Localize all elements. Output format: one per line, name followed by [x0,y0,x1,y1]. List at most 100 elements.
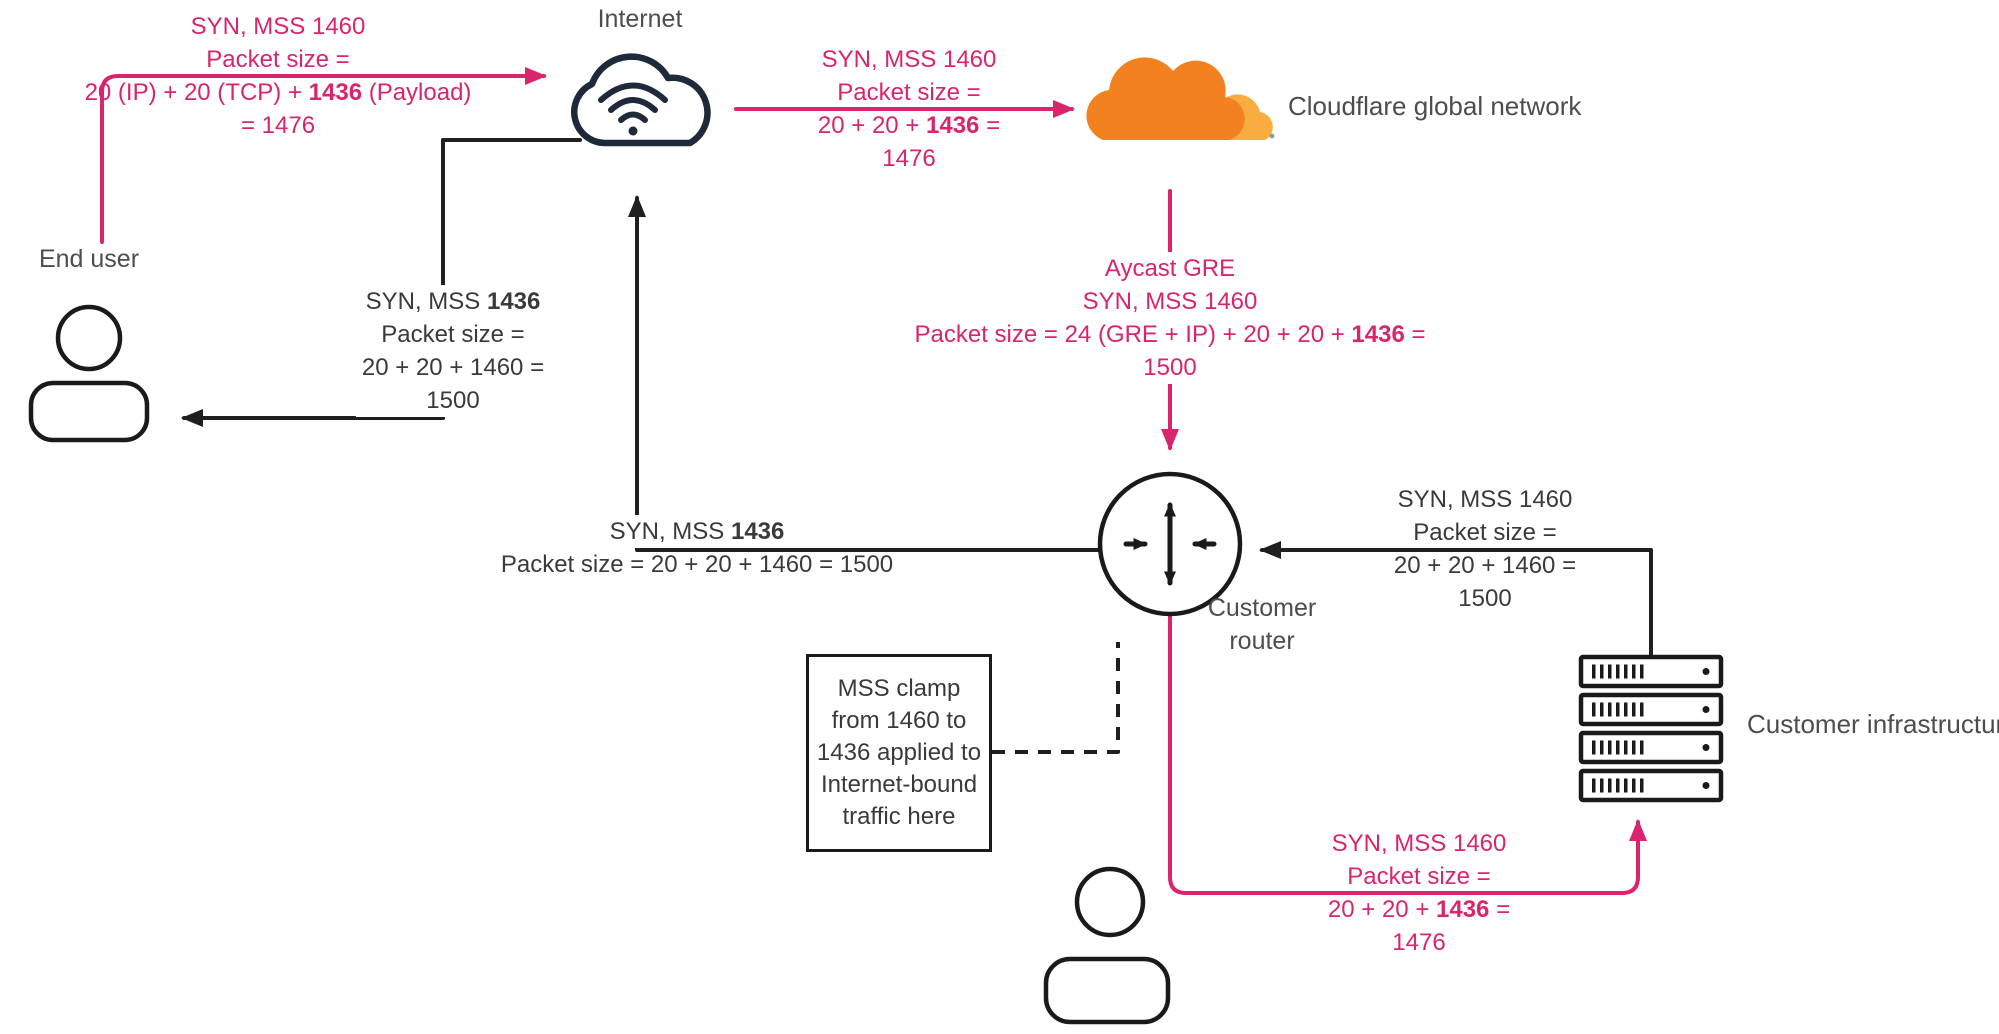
flow-router-to-infrastructure-arrow [1168,612,1647,895]
annotation-text: SYN, MSS [609,518,731,545]
annotation-line: Packet size = [1328,860,1510,893]
annotation-line: 20 + 20 + 1460 = [362,351,544,384]
annotation-text-bold: 1436 [1436,896,1490,923]
server-unit [1578,768,1724,803]
annotation-line: SYN, MSS 1460 [915,285,1426,318]
annotation-text: SYN, MSS 1460 [821,46,997,73]
annotation-line: SYN, MSS 1436 [500,515,894,548]
customer-router-label-line2: router [1229,627,1295,655]
annotation-text: SYN, MSS 1460 [1397,486,1573,513]
annotation-line: SYN, MSS 1436 [362,285,544,318]
server-unit [1578,730,1724,765]
annotation-text: SYN, MSS [365,288,487,315]
annotation-line: 1500 [1394,582,1576,615]
router-arrows-icon [1123,502,1217,586]
annotation-text: = 1476 [240,112,316,139]
annotation-line: 20 + 20 + 1436 = [1328,893,1510,926]
customer-router-label-line1: Customer [1207,594,1317,622]
annotation-line: SYN, MSS 1460 [818,43,1000,76]
annotation-line: 20 + 20 + 1436 = [818,109,1000,142]
annotation-router-to-infrastructure: SYN, MSS 1460 Packet size = 20 + 20 + 14… [1328,827,1510,959]
annotation-line: 1500 [915,351,1426,384]
flow-internet-to-user-arrow [181,138,582,427]
registered-mark-dot [1269,133,1275,139]
annotation-text-bold: 1436 [486,288,541,315]
internet-label: Internet [597,5,683,33]
annotation-line: 20 + 20 + 1460 = [1394,549,1576,582]
annotation-line: 1500 [362,384,544,417]
annotation-line: 1476 [818,142,1000,175]
annotation-text: = [979,112,1001,139]
annotation-text: = [1489,896,1511,923]
annotation-line: Packet size = [85,43,472,76]
annotation-line: Packet size = [1394,516,1576,549]
server-unit [1578,654,1724,689]
annotation-line: SYN, MSS 1460 [1328,827,1510,860]
annotation-line: = 1476 [85,109,472,142]
internet-cloud-icon [571,53,711,147]
annotation-text: 20 + 20 + [1327,896,1437,923]
annotation-text: SYN, MSS 1460 [1082,288,1258,315]
end-user-person-icon [28,304,150,443]
annotation-text: 1476 [1392,929,1446,956]
annotation-text: 1476 [882,145,936,172]
annotation-line: Aycast GRE [915,252,1426,285]
annotation-line: 1476 [1328,926,1510,959]
server-unit [1578,692,1724,727]
flow-router-to-internet-arrow [628,195,1102,552]
cloudflare-logo-icon [1086,57,1275,140]
annotation-user-to-internet: SYN, MSS 1460 Packet size = 20 (IP) + 20… [85,10,472,142]
mss-note-line: MSS clamp [837,675,961,702]
annotation-text: (Payload) [362,79,472,106]
customer-infrastructure-label: Customer infrastructure [1747,709,1999,739]
annotation-text-bold: 1436 [308,79,363,106]
customer-router-label: Customer router [1208,592,1316,658]
customer-router-icon [1097,471,1243,617]
annotation-internet-to-cloudflare: SYN, MSS 1460 Packet size = 20 + 20 + 14… [818,43,1000,175]
annotation-text: Packet size = [837,79,981,106]
mss-note-line: Internet-bound [820,771,978,798]
annotation-text: Packet size = 24 (GRE + IP) + 20 + 20 + [914,321,1352,348]
annotation-text: Packet size = 20 + 20 + 1460 = 1500 [500,551,894,578]
annotation-text: Packet size = [1413,519,1557,546]
annotation-text: SYN, MSS 1460 [1331,830,1507,857]
end-user-label: End user [38,245,140,273]
mss-clamp-note: MSS clamp from 1460 to 1436 applied to I… [806,654,992,852]
annotation-line: Packet size = [818,76,1000,109]
annotation-text-bold: 1436 [1351,321,1405,348]
annotation-internet-to-user: SYN, MSS 1436 Packet size = 20 + 20 + 14… [355,285,551,417]
annotation-cloudflare-to-router: Aycast GRE SYN, MSS 1460 Packet size = 2… [908,252,1432,384]
annotation-text: 1500 [1143,354,1197,381]
flow-user-to-internet-arrow [100,67,547,244]
annotation-line: 20 (IP) + 20 (TCP) + 1436 (Payload) [85,76,472,109]
annotation-text: Packet size = [1347,863,1491,890]
annotation-text: 20 + 20 + 1460 = [361,354,545,381]
annotation-text: 1500 [1458,585,1512,612]
annotation-text: Packet size = [206,46,350,73]
annotation-router-to-internet: SYN, MSS 1436 Packet size = 20 + 20 + 14… [500,515,894,581]
server-stack-icon [1578,654,1724,803]
mss-note-line: from 1460 to [831,707,967,734]
wifi-icon [598,82,668,136]
annotation-line: SYN, MSS 1460 [85,10,472,43]
annotation-text: Aycast GRE [1104,255,1236,282]
annotation-text: SYN, MSS 1460 [190,13,366,40]
annotation-text: 20 + 20 + [817,112,927,139]
annotation-text-bold: 1436 [730,518,785,545]
annotation-line: Packet size = 20 + 20 + 1460 = 1500 [501,548,893,581]
annotation-infrastructure-to-router: SYN, MSS 1460 Packet size = 20 + 20 + 14… [1394,483,1576,615]
mss-note-line: traffic here [842,803,956,830]
annotation-text: 20 + 20 + 1460 = [1393,552,1577,579]
annotation-text: Packet size = [381,321,525,348]
cloudflare-label: Cloudflare global network [1288,91,1582,121]
mss-note-line: 1436 applied to [816,739,982,766]
mss-clamp-connector-line [992,642,1120,754]
annotation-text-bold: 1436 [926,112,980,139]
client-person-icon [1043,866,1171,1025]
annotation-text: = [1404,321,1426,348]
annotation-text: 20 (IP) + 20 (TCP) + [84,79,309,106]
annotation-text: 1500 [426,387,480,414]
flow-infrastructure-to-router-arrow [1259,541,1653,657]
